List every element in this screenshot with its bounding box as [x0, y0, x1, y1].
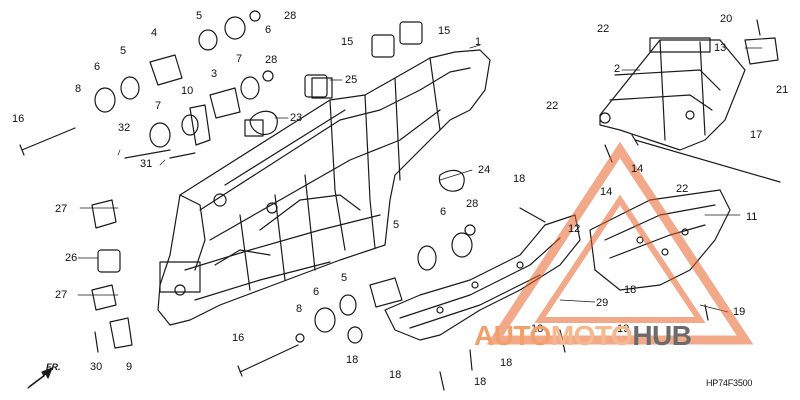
callout-13: 13 — [714, 42, 727, 54]
callout-22: 22 — [676, 183, 689, 195]
callout-9: 9 — [126, 361, 133, 373]
callout-6: 6 — [440, 206, 447, 218]
callout-31: 31 — [140, 158, 153, 170]
callout-11: 11 — [746, 211, 758, 223]
callout-7: 7 — [236, 53, 243, 65]
callout-15: 15 — [341, 36, 354, 48]
callout-5: 5 — [393, 219, 400, 231]
upper-bracket-frame — [599, 37, 746, 151]
callout-29: 29 — [596, 297, 609, 309]
callout-32: 32 — [118, 122, 131, 134]
callout-14: 14 — [631, 163, 644, 175]
callout-28: 28 — [466, 198, 479, 210]
callout-2: 2 — [614, 63, 621, 75]
callout-18: 18 — [500, 357, 513, 369]
callout-16: 16 — [12, 113, 25, 125]
callout-3: 3 — [211, 68, 218, 80]
callout-26: 26 — [65, 252, 78, 264]
skid-plate-right — [589, 189, 731, 291]
callout-6: 6 — [265, 24, 272, 36]
callout-17: 17 — [750, 129, 763, 141]
front-direction-arrow — [27, 367, 53, 389]
callout-4: 4 — [151, 27, 158, 39]
callout-18: 18 — [531, 323, 544, 335]
main-frame — [157, 49, 491, 326]
callout-18: 18 — [346, 354, 359, 366]
callout-12: 12 — [568, 223, 581, 235]
callout-24: 24 — [478, 164, 491, 176]
watermark-logo: AUTOMOTOHUB — [474, 320, 692, 351]
callout-21: 21 — [776, 84, 789, 96]
callout-22: 22 — [597, 23, 610, 35]
callout-18: 18 — [474, 376, 487, 388]
callout-6: 6 — [313, 286, 320, 298]
callout-18: 18 — [389, 369, 402, 381]
skid-plate-left — [384, 214, 581, 341]
callout-7: 7 — [155, 100, 162, 112]
callout-22: 22 — [546, 100, 559, 112]
callout-14: 14 — [600, 186, 613, 198]
front-direction-label: FR. — [46, 362, 61, 372]
callout-30: 30 — [90, 361, 103, 373]
callout-23: 23 — [290, 112, 303, 124]
callout-19: 19 — [617, 323, 630, 335]
callout-10: 10 — [181, 85, 194, 97]
callout-5: 5 — [120, 45, 127, 57]
callout-8: 8 — [296, 303, 303, 315]
callout-6: 6 — [94, 61, 101, 73]
callout-18: 18 — [513, 173, 526, 185]
callout-8: 8 — [75, 83, 82, 95]
callout-5: 5 — [341, 272, 348, 284]
callout-19: 19 — [733, 306, 746, 318]
callout-5: 5 — [196, 10, 203, 22]
callout-27: 27 — [55, 289, 68, 301]
callout-25: 25 — [345, 74, 358, 86]
rubber-mounts — [91, 10, 779, 349]
callout-28: 28 — [284, 10, 297, 22]
watermark-triangles — [486, 141, 754, 345]
callout-15: 15 — [438, 25, 451, 37]
callout-28: 28 — [265, 54, 278, 66]
callout-16: 16 — [232, 332, 245, 344]
callout-20: 20 — [720, 13, 733, 25]
callout-18: 18 — [624, 284, 637, 296]
callout-1: 1 — [475, 36, 482, 48]
diagram-code: HP74F3500 — [706, 378, 753, 388]
callout-27: 27 — [55, 203, 68, 215]
